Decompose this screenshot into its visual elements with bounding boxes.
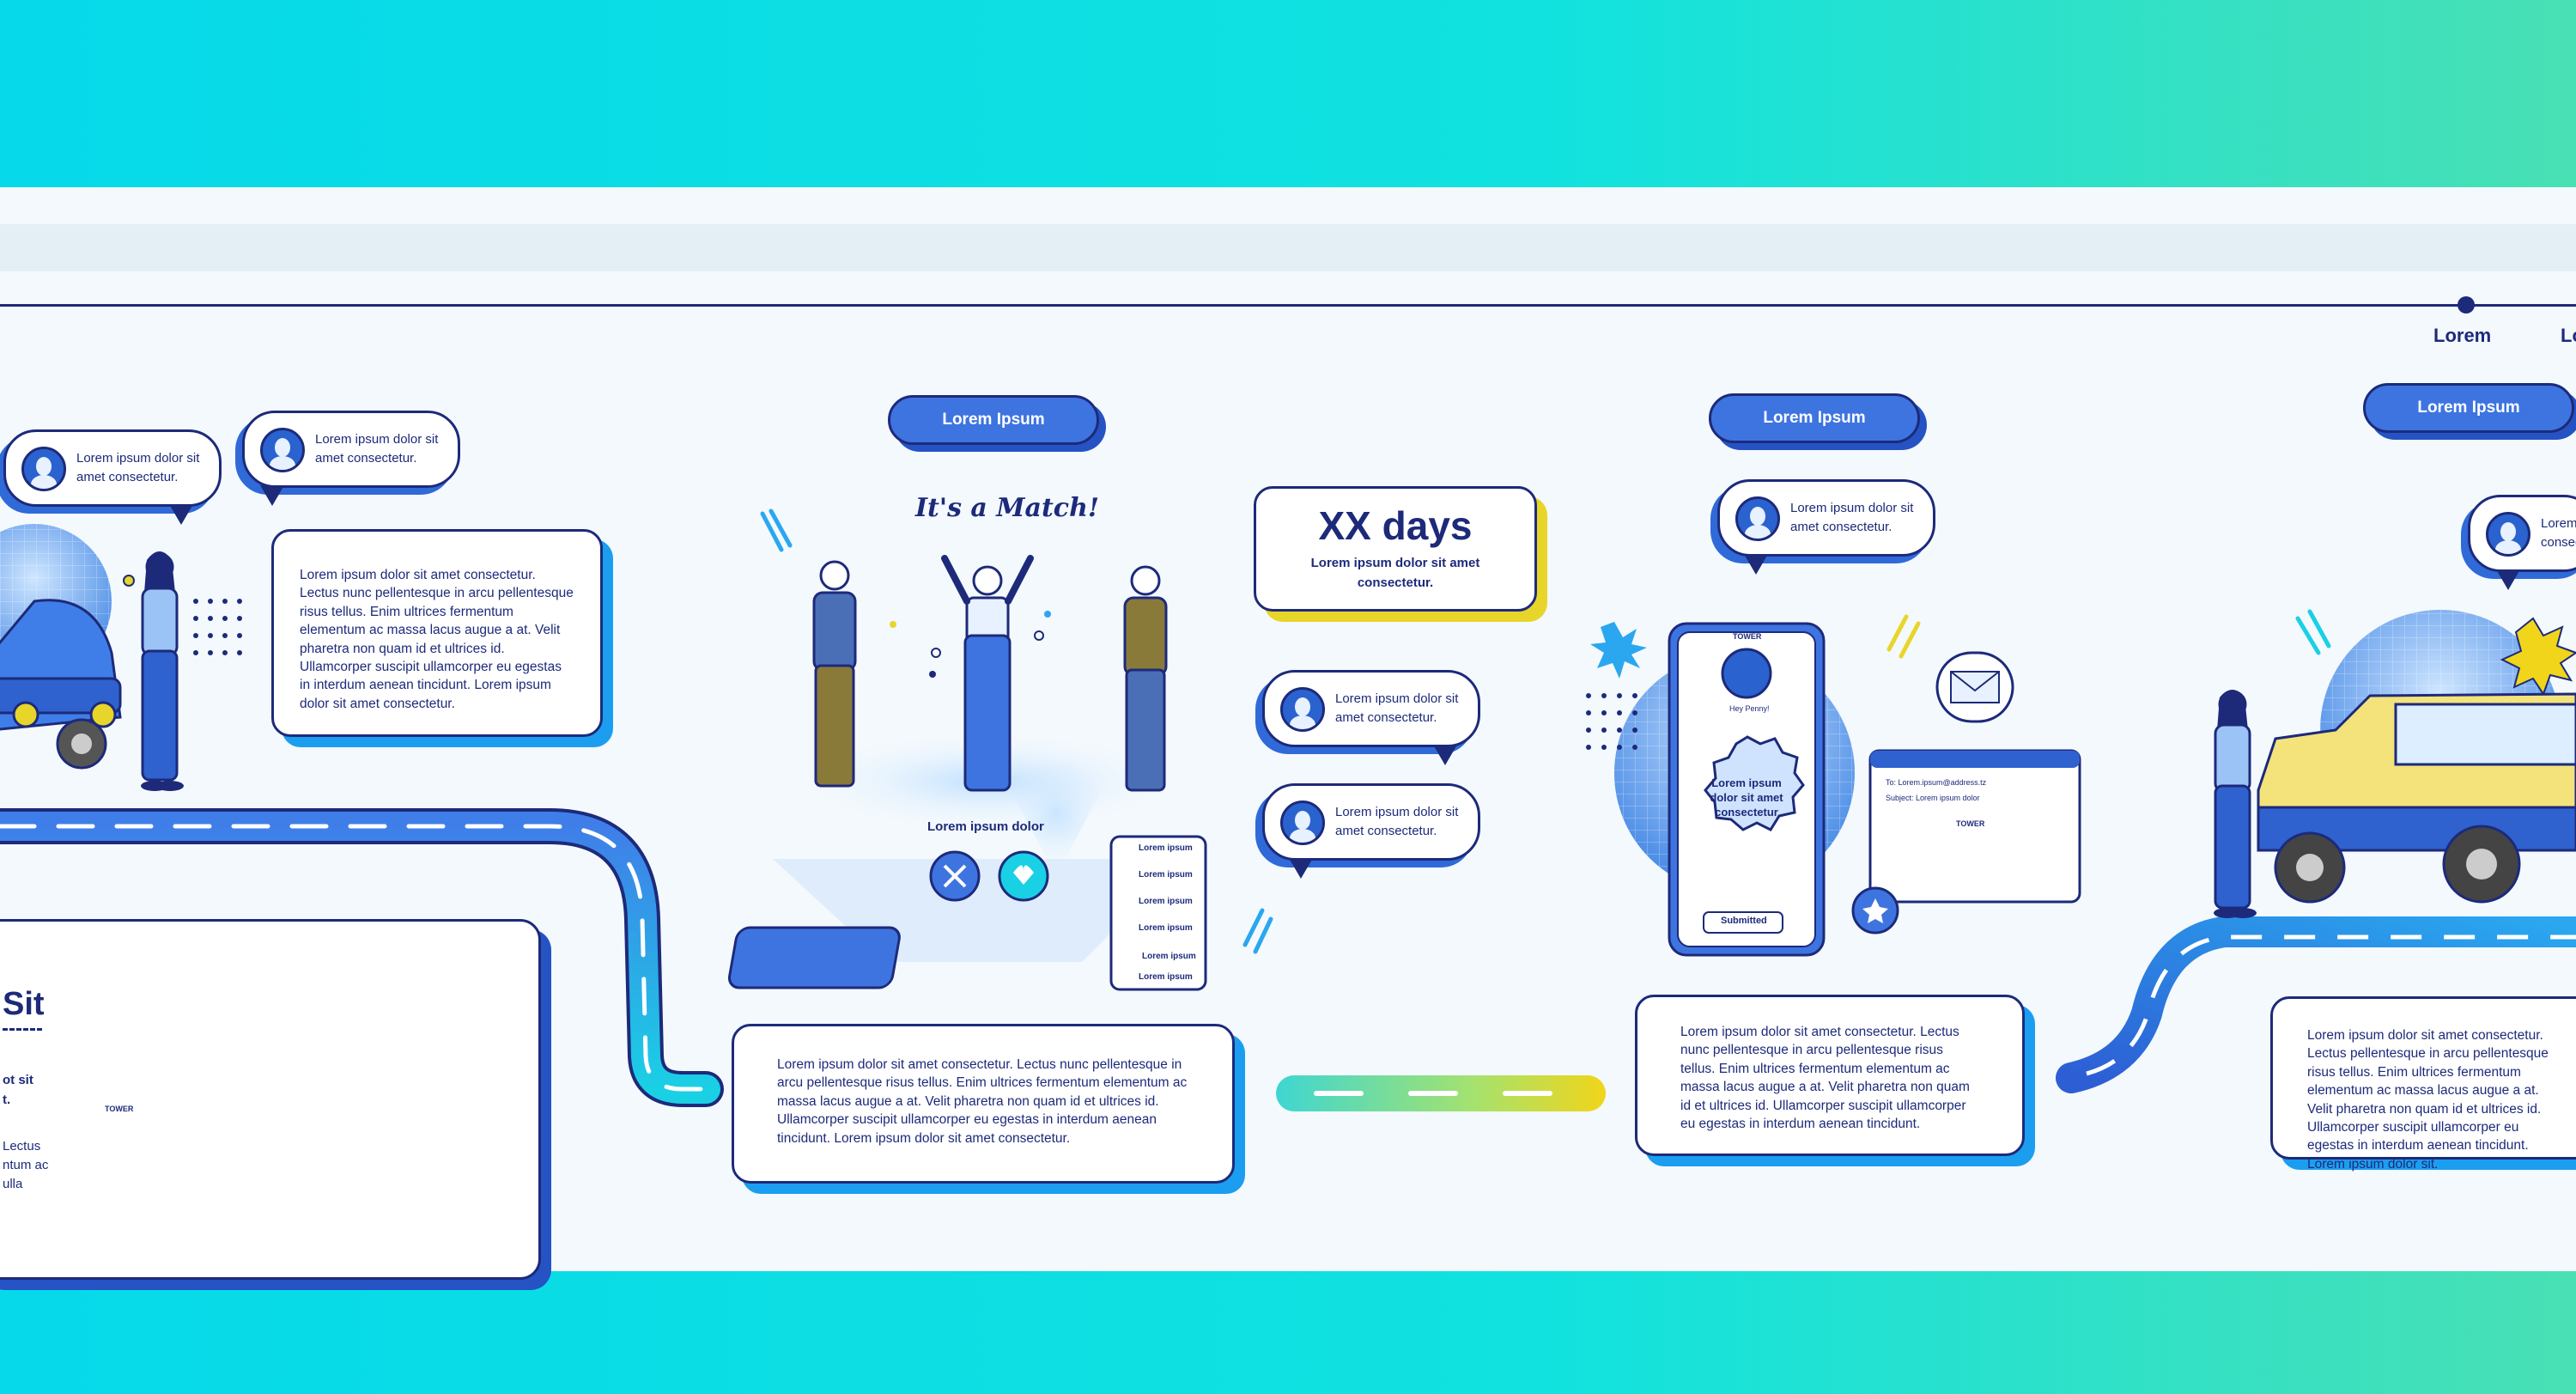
match-list-item[interactable]: Lorem ipsum <box>1142 952 1196 961</box>
phone-email-illustration <box>1586 614 2081 957</box>
timeline-label-2: Lo <box>2561 325 2576 346</box>
left-feature-card: Sit ot sit t. Lectus ntum ac ulla <box>0 919 541 1280</box>
match-list-item[interactable]: Lorem ipsum <box>1139 923 1193 933</box>
phone-brand: TOWER <box>1733 632 1762 641</box>
days-callout: XX days Lorem ipsum dolor sit amet conse… <box>1254 486 1537 612</box>
match-list-item[interactable]: Lorem ipsum <box>1139 870 1193 880</box>
match-list-item[interactable]: Lorem ipsum <box>1139 843 1193 853</box>
speech-bubble-2: Lorem ipsum dolor sit amet consectetur. <box>242 411 460 506</box>
speech-bubble-4: Lorem ipsum dolor sit amet consectetur. <box>1262 783 1480 879</box>
info-card-2: Lorem ipsum dolor sit amet consectetur. … <box>732 1024 1235 1184</box>
email-to: To: Lorem.ipsum@address.tz <box>1886 778 1987 787</box>
match-title: It's a Match! <box>915 493 1100 523</box>
yellow-suv-illustration <box>2214 609 2576 918</box>
match-list-item[interactable]: Lorem ipsum <box>1139 972 1193 982</box>
speech-bubble-5: Lorem ipsum dolor sit amet consectetur. <box>1717 479 1935 575</box>
speech-bubble-text: Lorem ipsum dolor sit amet consectetur. <box>1335 691 1459 726</box>
info-card-text: Lorem ipsum dolor sit amet consectetur. … <box>300 568 574 711</box>
speech-bubble-text: Lorem ipsum dolor sit amet consectetur. <box>76 450 200 485</box>
info-card-3: Lorem ipsum dolor sit amet consectetur. … <box>1635 995 2025 1156</box>
header-band <box>0 224 2576 271</box>
info-card-text: Lorem ipsum dolor sit amet consectetur. … <box>1680 1025 1970 1131</box>
avatar-icon <box>1280 800 1325 845</box>
phone-greeting: Hey Penny! <box>1729 704 1770 713</box>
bubble-tail <box>1744 554 1768 575</box>
speech-bubble-3: Lorem ipsum dolor sit amet consectetur. <box>1262 670 1480 765</box>
speech-bubble-text: Lorem ipsum dolor sit amet consectetur. <box>1790 500 1914 535</box>
road-middle <box>1276 1075 1606 1111</box>
road-right <box>2056 916 2576 1093</box>
timeline-axis <box>0 304 2576 307</box>
speech-bubble-text: Lorem consectetur. <box>2541 515 2576 551</box>
dot-grid-left <box>193 599 242 655</box>
bubble-tail <box>1433 745 1457 765</box>
milestone-pill-3[interactable]: Lorem Ipsum <box>2363 383 2574 433</box>
road-left <box>0 808 724 1107</box>
avatar-icon <box>21 447 66 491</box>
milestone-pill-1[interactable]: Lorem Ipsum <box>888 395 1099 445</box>
match-illustration <box>727 508 1273 991</box>
left-card-line: ntum ac <box>3 1158 49 1172</box>
days-text: Lorem ipsum dolor sit amet consectetur. <box>1310 556 1480 590</box>
bubble-tail <box>169 504 193 525</box>
truck-brand-label: TOWER <box>105 1105 134 1113</box>
info-card-text: Lorem ipsum dolor sit amet consectetur. … <box>2307 1028 2549 1172</box>
bubble-tail <box>1289 858 1313 879</box>
info-card-4: Lorem ipsum dolor sit amet consectetur. … <box>2270 996 2576 1172</box>
match-list-item[interactable]: Lorem ipsum <box>1139 897 1193 906</box>
days-title: XX days <box>1318 503 1473 548</box>
left-card-line: Lectus <box>3 1139 41 1154</box>
info-card-1: Lorem ipsum dolor sit amet consectetur. … <box>271 529 603 737</box>
speech-bubble-text: Lorem ipsum dolor sit amet consectetur. <box>315 431 439 466</box>
left-card-line: ulla <box>3 1177 23 1191</box>
left-card-line: ot sit <box>3 1073 33 1087</box>
email-subject: Subject: Lorem ipsum dolor <box>1886 794 1980 802</box>
avatar-icon <box>1280 687 1325 732</box>
bubble-tail <box>260 485 284 506</box>
left-card-title: Sit <box>3 986 45 1022</box>
avatar-icon <box>1735 496 1780 541</box>
timeline-label-1: Lorem <box>2433 325 2492 346</box>
bubble-tail <box>2496 569 2520 590</box>
woman-figure-left <box>123 551 184 791</box>
crashed-car-illustration <box>0 524 122 770</box>
speech-bubble-text: Lorem ipsum dolor sit amet consectetur. <box>1335 804 1459 839</box>
timeline-marker <box>2458 296 2475 313</box>
speech-bubble-6: Lorem consectetur. <box>2468 495 2576 590</box>
match-caption: Lorem ipsum dolor <box>927 819 1044 834</box>
email-brand: TOWER <box>1956 819 1985 828</box>
milestone-pill-2[interactable]: Lorem Ipsum <box>1709 393 1920 443</box>
avatar-icon <box>260 428 305 472</box>
info-card-text: Lorem ipsum dolor sit amet consectetur. … <box>777 1057 1188 1146</box>
avatar-icon <box>2486 512 2530 557</box>
phone-badge-text: Lorem ipsum dolor sit amet consectetur <box>1710 776 1783 819</box>
phone-submitted-button[interactable]: Submitted <box>1721 916 1767 926</box>
left-card-line: t. <box>3 1093 11 1107</box>
speech-bubble-1: Lorem ipsum dolor sit amet consectetur. <box>3 429 222 525</box>
left-card-divider <box>3 1028 42 1031</box>
